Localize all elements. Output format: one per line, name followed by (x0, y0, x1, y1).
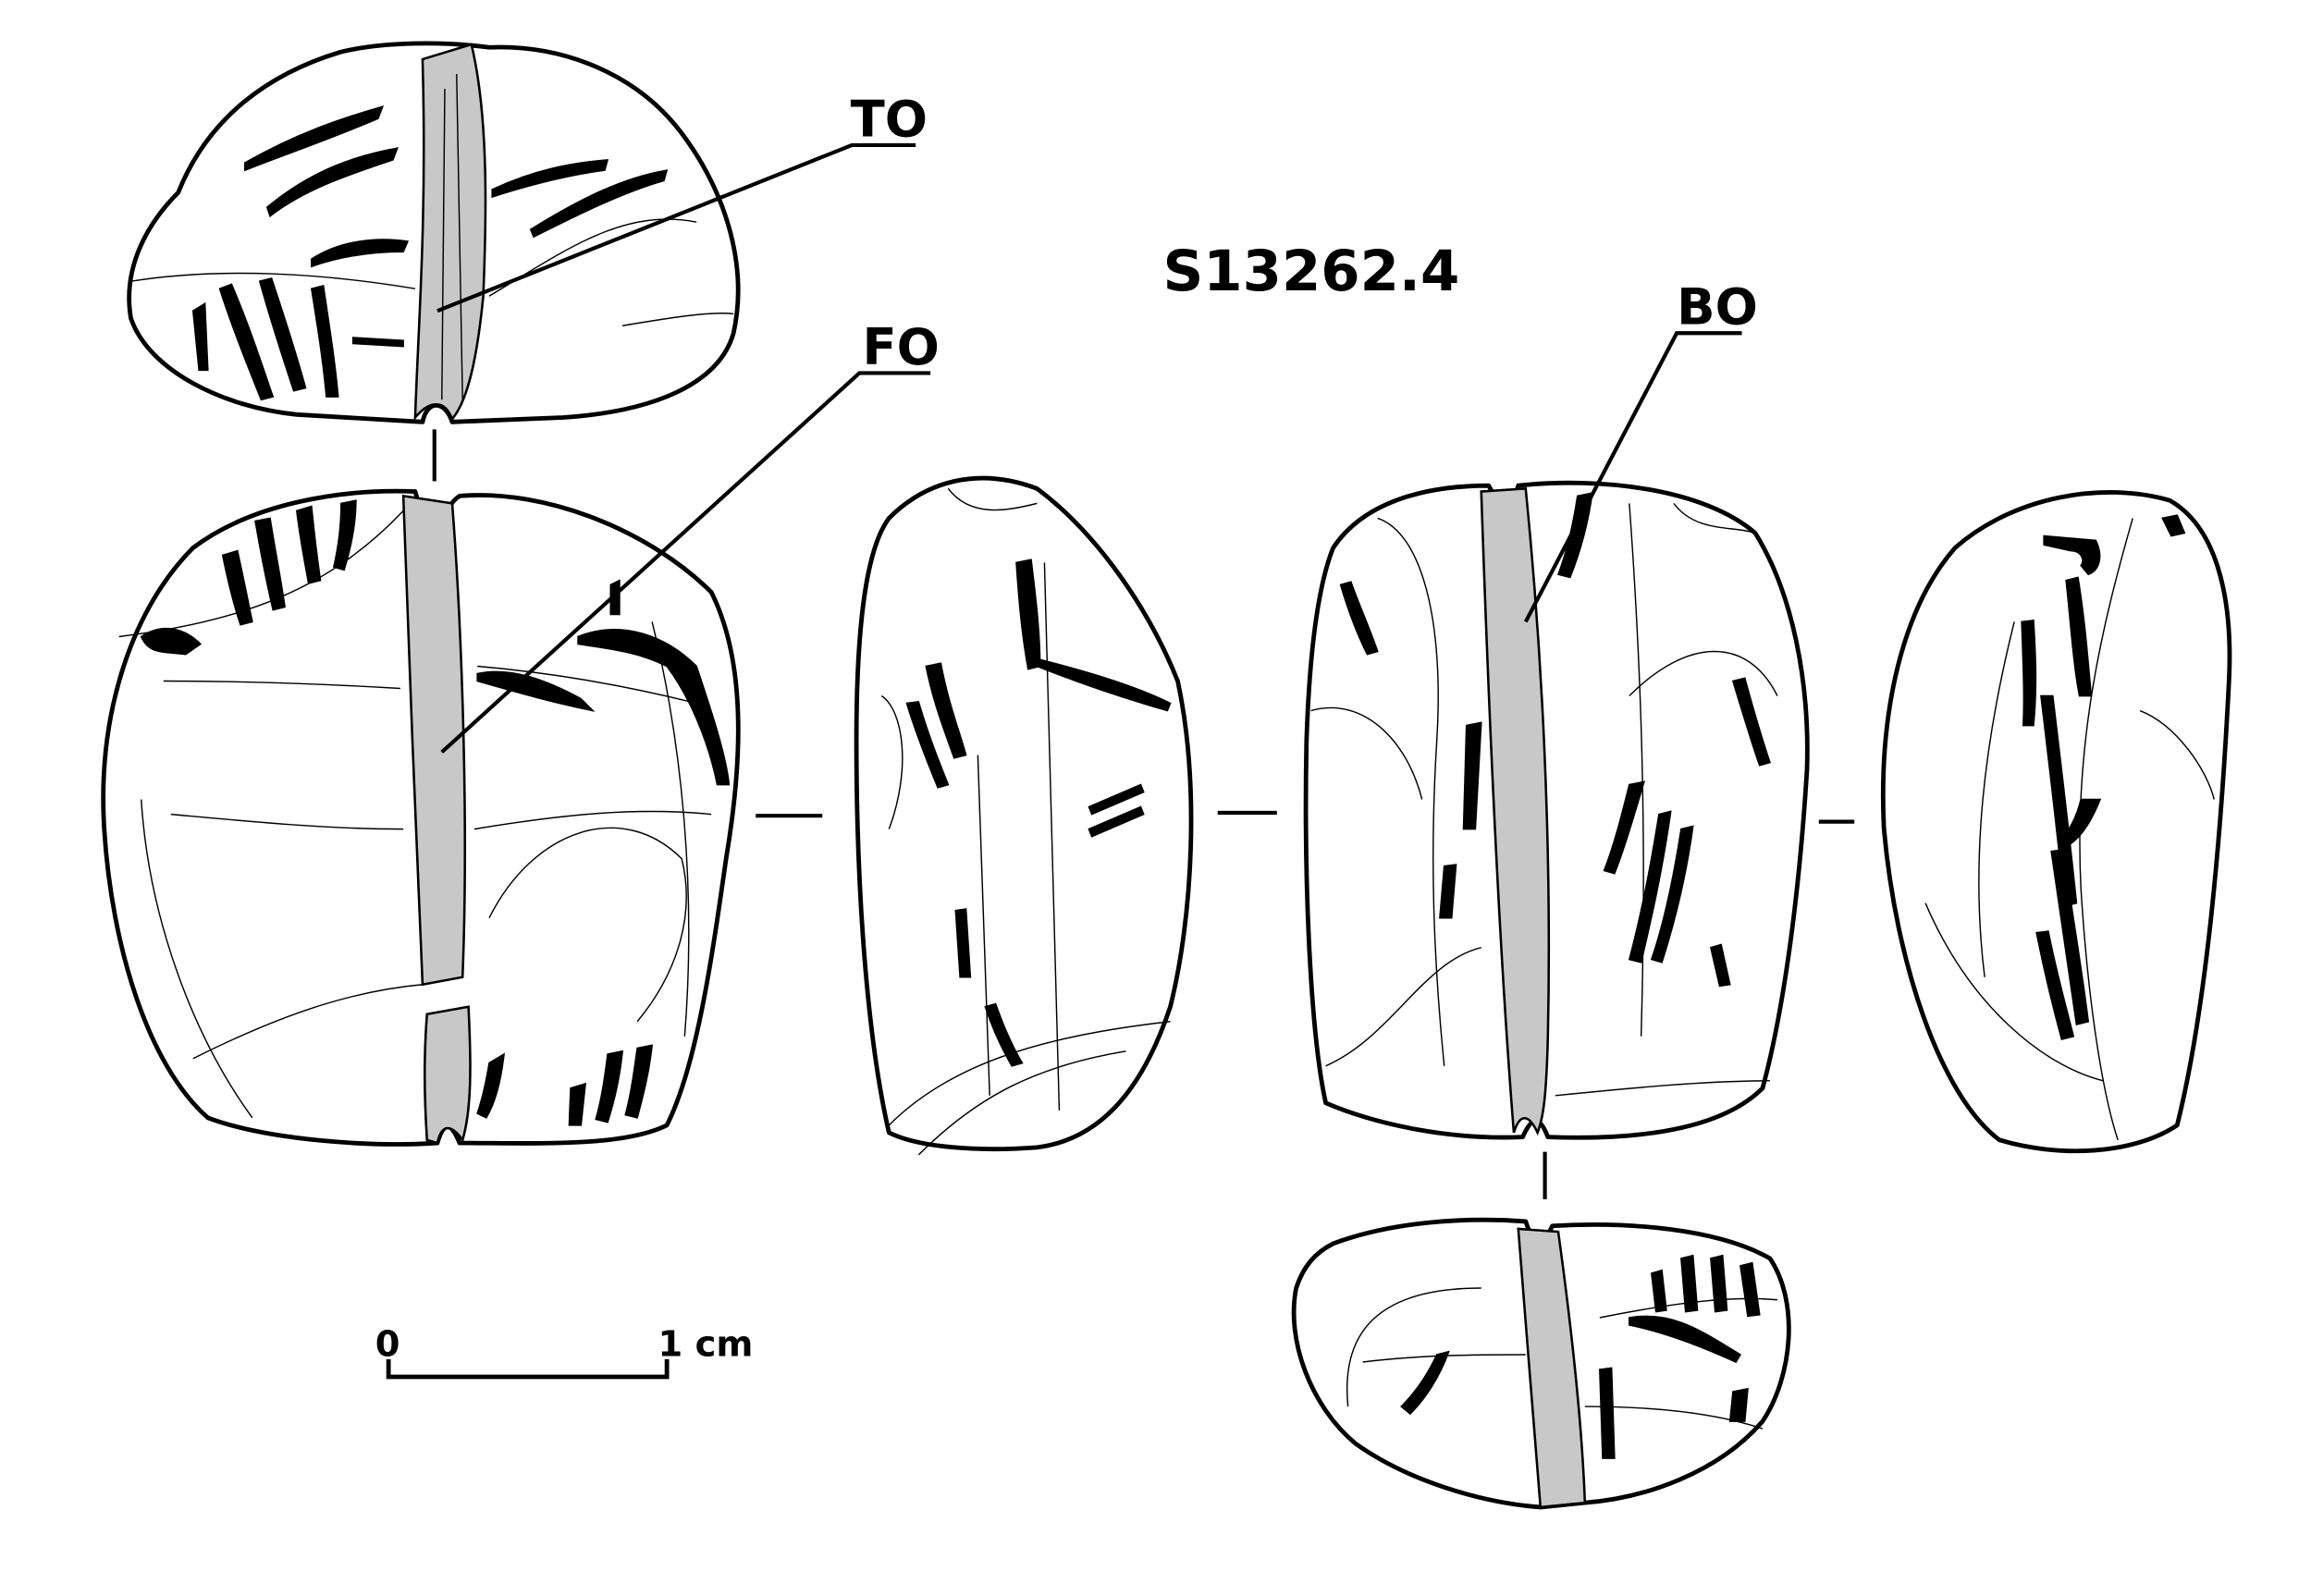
label-to-text: TO (851, 89, 928, 148)
back-view (1303, 480, 1810, 1140)
front-view (101, 488, 741, 1147)
label-fo-text: FO (862, 317, 939, 376)
label-fo: FO (440, 317, 940, 754)
bottom-view (1291, 1217, 1791, 1510)
top-view (127, 41, 741, 424)
right-side-view (1880, 490, 2232, 1154)
label-bo: BO (1523, 277, 1758, 623)
scale-bar: 0 1 cm (375, 1324, 754, 1380)
scale-start: 0 (375, 1324, 400, 1366)
specimen-id: S13262.4 (1163, 239, 1460, 304)
left-side-view (854, 475, 1194, 1156)
scale-end: 1 cm (658, 1324, 754, 1366)
view-connectors (432, 429, 1855, 1199)
label-to: TO (436, 89, 928, 313)
label-bo-text: BO (1677, 277, 1758, 337)
